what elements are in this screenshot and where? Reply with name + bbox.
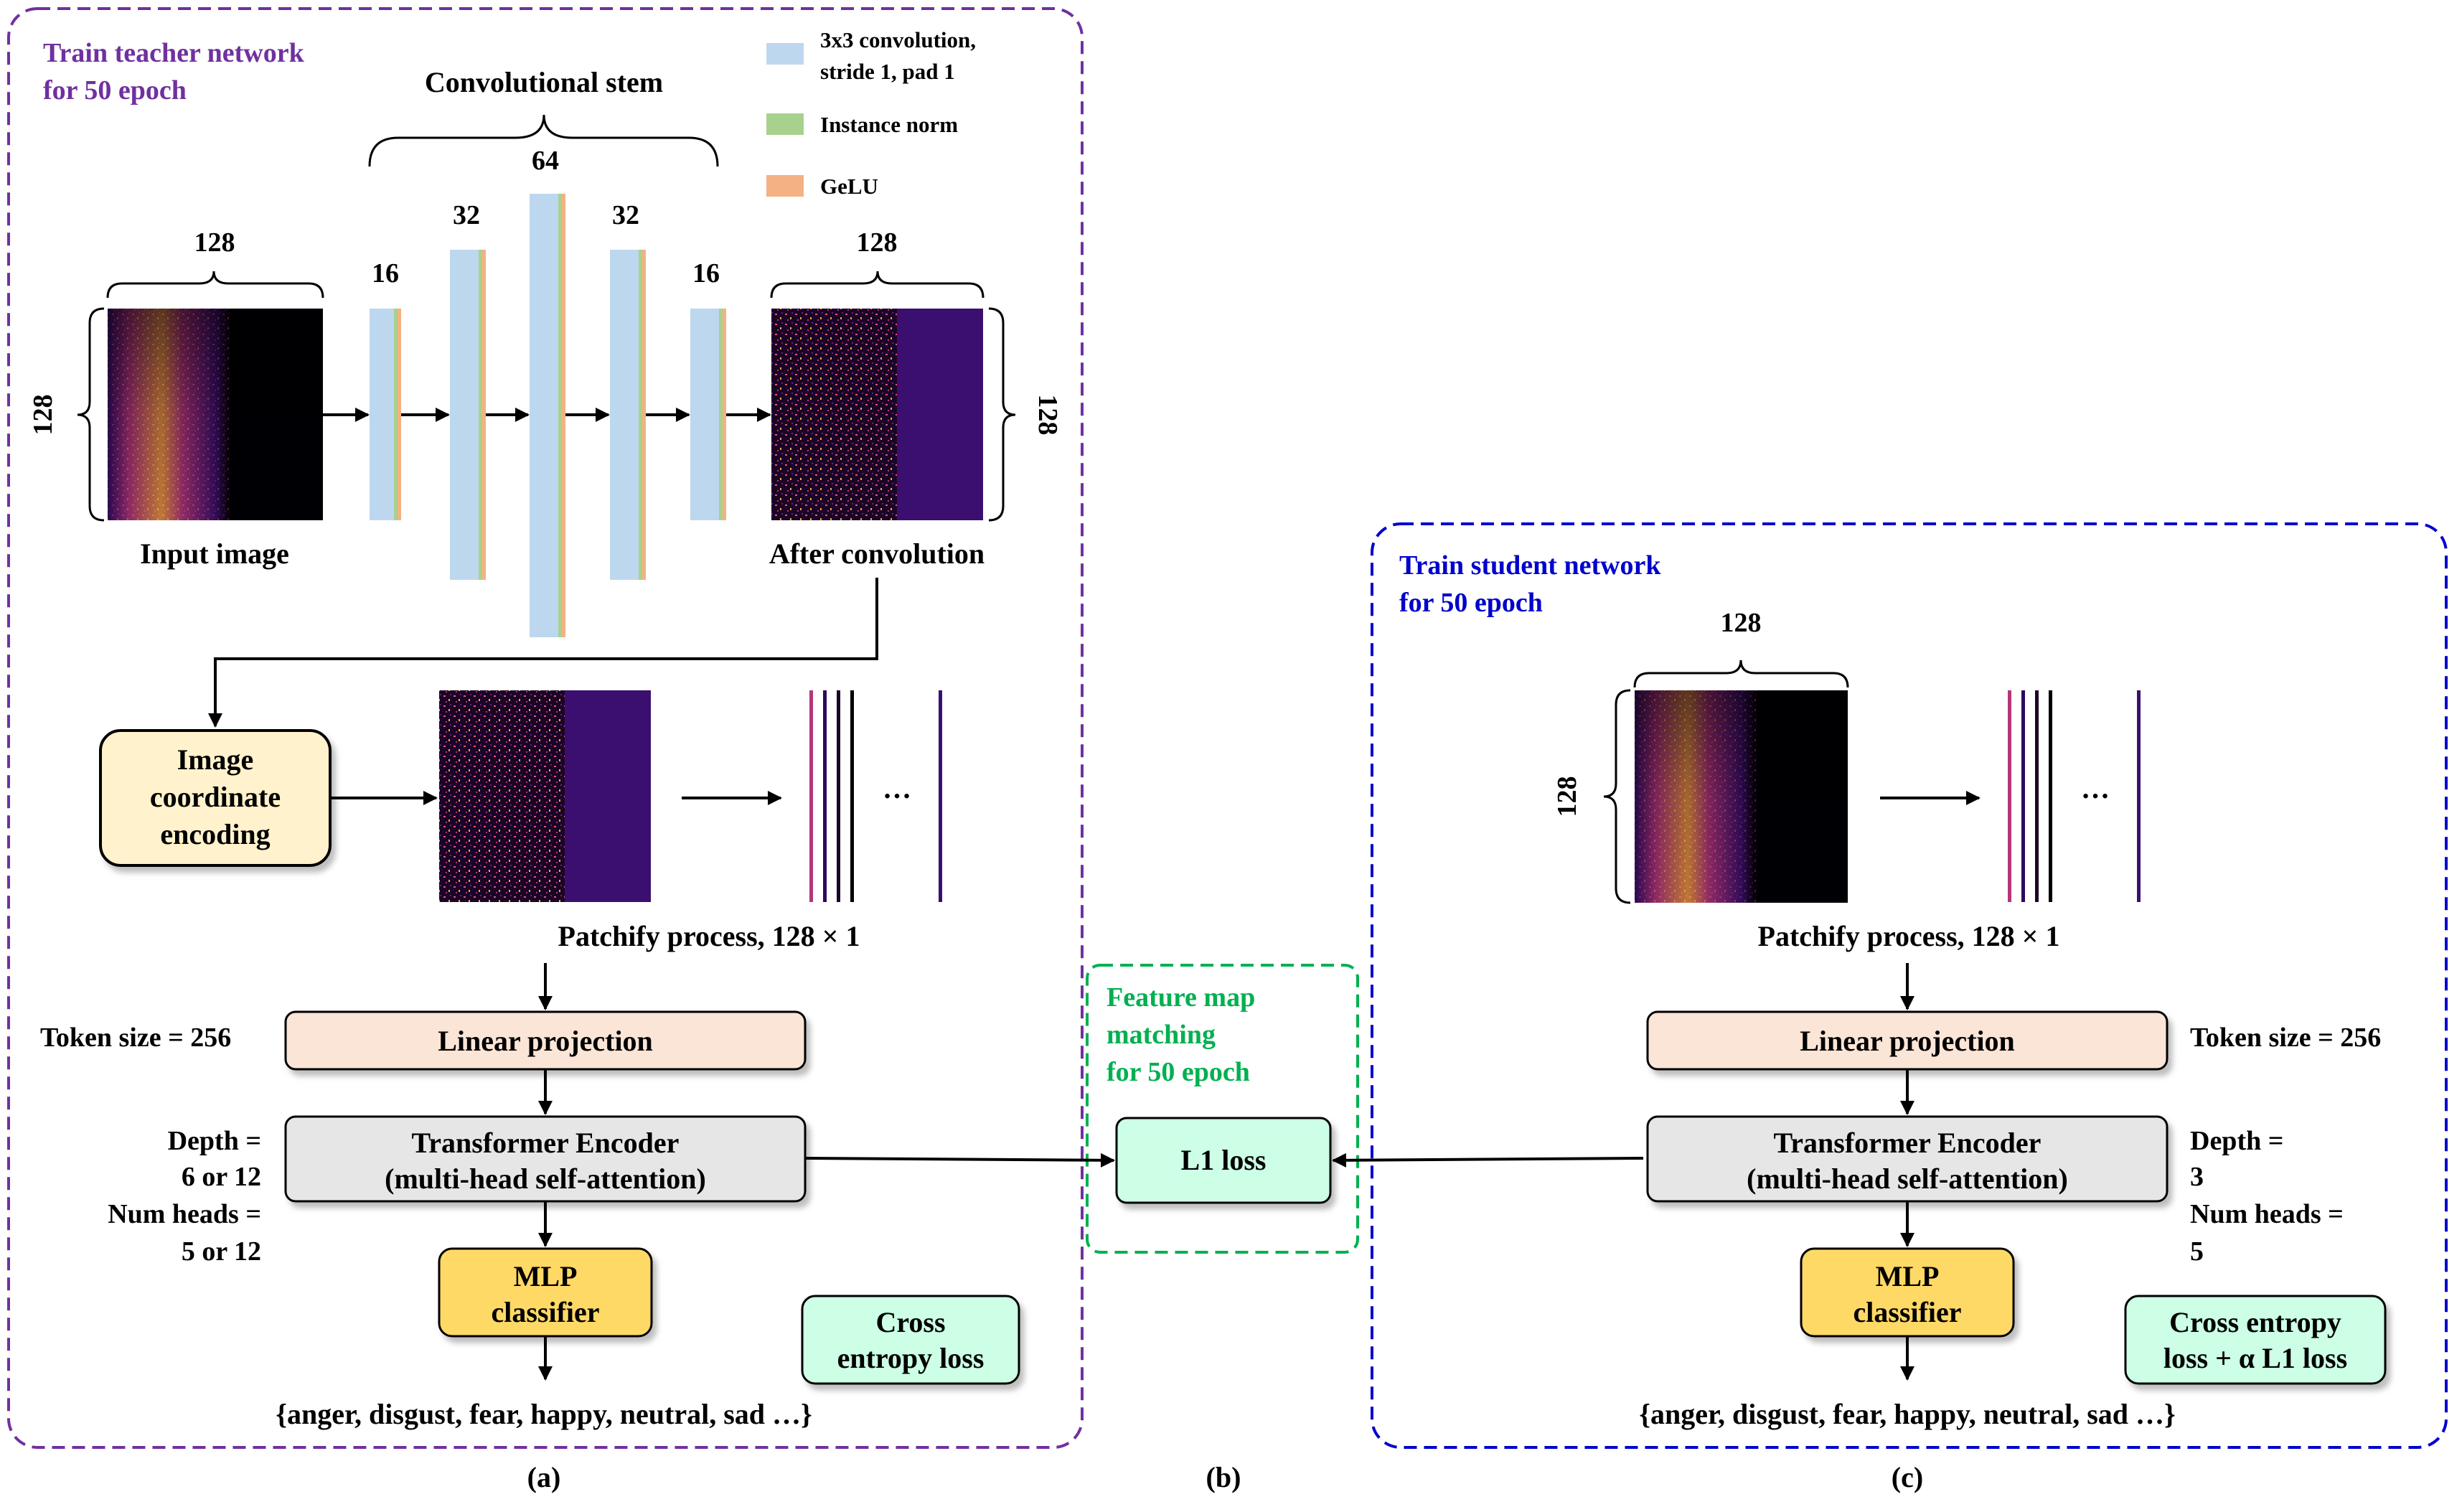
panel-a-title-line1: Train teacher network <box>43 38 305 68</box>
depth-line2-a: 6 or 12 <box>182 1162 261 1192</box>
loss-line2-a: entropy loss <box>837 1342 985 1374</box>
legend-norm-label: Instance norm <box>820 112 958 137</box>
patch-ellipsis-c: … <box>2081 772 2110 804</box>
panel-b-title-line2: matching <box>1107 1020 1216 1050</box>
conv-channel-label-5: 16 <box>692 258 720 288</box>
teacher-to-l1-arrow <box>804 1152 1115 1168</box>
heads-line1-c: Num heads = <box>2190 1199 2344 1229</box>
input-width-brace <box>106 271 324 299</box>
legend-conv-line2: stride 1, pad 1 <box>820 59 955 84</box>
loss-line1-a: Cross <box>875 1306 945 1338</box>
encoded-feature-map <box>439 690 651 902</box>
conv-layer-16b <box>690 309 726 520</box>
legend-gelu-swatch <box>766 175 804 197</box>
conv-channel-label-3: 64 <box>532 146 559 176</box>
after-to-coord-arrow <box>208 578 878 728</box>
input-width-label: 128 <box>194 227 235 258</box>
patch-strips-a <box>809 690 942 902</box>
loss-line2-c: loss + α L1 loss <box>2163 1342 2347 1374</box>
token-size-a: Token size = 256 <box>40 1023 231 1053</box>
student-height-brace <box>1603 689 1631 904</box>
panel-a-label: (a) <box>527 1461 561 1493</box>
loss-line1-c: Cross entropy <box>2169 1306 2341 1338</box>
panel-b-border <box>1086 964 1359 1254</box>
after-width-brace <box>770 271 985 299</box>
mlp-line2-a: classifier <box>491 1296 599 1328</box>
coord-line2: coordinate <box>150 781 281 813</box>
depth-line2-c: 3 <box>2190 1162 2204 1192</box>
l1-loss-box <box>1115 1117 1332 1204</box>
heads-line2-a: 5 or 12 <box>182 1236 261 1267</box>
encoder-line1-a: Transformer Encoder <box>412 1127 680 1159</box>
legend-conv-line1: 3x3 convolution, <box>820 27 976 52</box>
stem-title: Convolutional stem <box>425 66 663 98</box>
mlp-line1-c: MLP <box>1876 1260 1940 1292</box>
input-caption: Input image <box>140 537 289 570</box>
input-height-label: 128 <box>28 395 58 436</box>
patchify-label-a: Patchify process, 128 × 1 <box>558 920 860 952</box>
cross-entropy-loss-a <box>801 1295 1020 1385</box>
after-height-label: 128 <box>1033 395 1063 436</box>
panel-b-label: (b) <box>1206 1461 1241 1493</box>
legend-norm-swatch <box>766 113 804 135</box>
classes-label-c: {anger, disgust, fear, happy, neutral, s… <box>1639 1398 2176 1430</box>
coord-line3: encoding <box>160 818 270 850</box>
linear-label-a: Linear projection <box>438 1025 653 1057</box>
after-width-label: 128 <box>857 227 898 258</box>
student-height-label: 128 <box>1552 776 1582 817</box>
conv-layer-64 <box>530 194 565 637</box>
panel-c-border <box>1371 522 2448 1449</box>
panel-c-title-line1: Train student network <box>1399 550 1661 581</box>
student-width-brace <box>1633 659 1849 688</box>
legend-gelu-label: GeLU <box>820 174 878 199</box>
student-to-l1-arrow <box>1332 1152 1644 1168</box>
student-width-label: 128 <box>1721 608 1762 638</box>
cross-entropy-l1-loss-c <box>2124 1295 2387 1385</box>
l1-loss-label: L1 loss <box>1181 1144 1267 1176</box>
panel-c-label: (c) <box>1892 1461 1923 1493</box>
coord-line1: Image <box>177 743 254 776</box>
mlp-line1-a: MLP <box>514 1260 578 1292</box>
encoder-line1-c: Transformer Encoder <box>1774 1127 2042 1159</box>
depth-line1-c: Depth = <box>2190 1126 2283 1156</box>
after-caption: After convolution <box>769 537 985 570</box>
conv-channel-label-1: 16 <box>372 258 399 288</box>
encoder-line2-a: (multi-head self-attention) <box>385 1163 706 1195</box>
panel-b-title-line3: for 50 epoch <box>1107 1057 1250 1087</box>
legend-conv-swatch <box>766 43 804 65</box>
heads-line1-a: Num heads = <box>108 1199 261 1229</box>
linear-label-c: Linear projection <box>1800 1025 2015 1057</box>
panel-c-title-line2: for 50 epoch <box>1399 588 1543 618</box>
conv-layer-32b <box>610 250 646 580</box>
student-input-spectrogram <box>1635 690 1848 903</box>
patch-strips-c <box>2008 690 2141 902</box>
after-height-brace <box>988 307 1016 522</box>
classes-label-a: {anger, disgust, fear, happy, neutral, s… <box>276 1398 812 1430</box>
patch-ellipsis-a: … <box>883 772 911 804</box>
panel-a-border <box>7 7 1084 1449</box>
panel-a-title-line2: for 50 epoch <box>43 75 187 105</box>
conv-channel-label-4: 32 <box>612 200 639 230</box>
heads-line2-c: 5 <box>2190 1236 2204 1267</box>
patchify-label-c: Patchify process, 128 × 1 <box>1758 920 2060 952</box>
stem-brace <box>368 114 719 167</box>
panel-b-title-line1: Feature map <box>1107 982 1255 1013</box>
mlp-line2-c: classifier <box>1853 1296 1961 1328</box>
conv-layer-16a <box>370 309 401 520</box>
depth-line1-a: Depth = <box>168 1126 261 1156</box>
conv-layer-32a <box>450 250 486 580</box>
input-spectrogram <box>108 309 323 520</box>
token-size-c: Token size = 256 <box>2190 1023 2381 1053</box>
encoder-line2-c: (multi-head self-attention) <box>1747 1163 2068 1195</box>
after-conv-feature-map <box>771 309 983 520</box>
input-height-brace <box>77 307 105 522</box>
conv-channel-label-2: 32 <box>453 200 480 230</box>
